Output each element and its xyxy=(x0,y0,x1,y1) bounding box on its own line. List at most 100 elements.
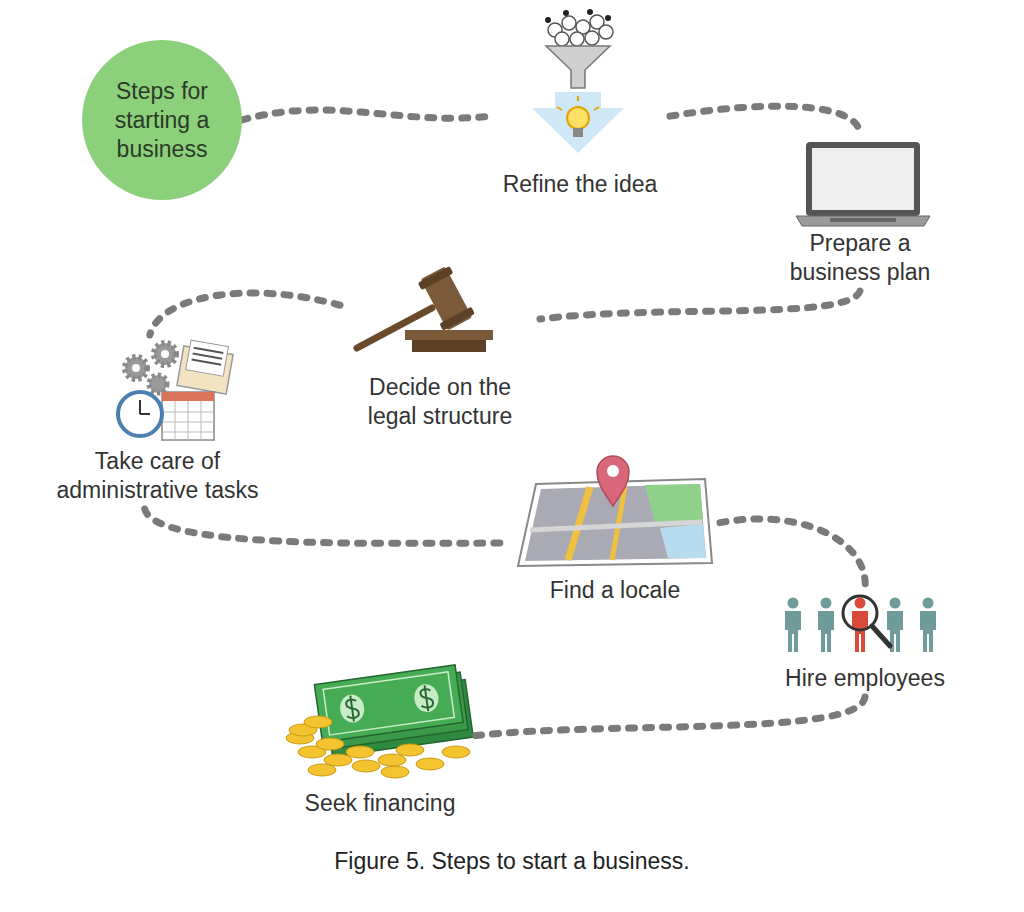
icon-part xyxy=(597,456,629,506)
footprint-trail xyxy=(670,106,860,135)
map-icon xyxy=(518,456,712,566)
step-label: Take care of administrative tasks xyxy=(38,447,278,505)
icon-part xyxy=(193,354,223,359)
icon-part xyxy=(139,400,141,414)
icon-part xyxy=(532,92,624,153)
icon-part xyxy=(378,754,406,766)
icon-part xyxy=(344,695,360,722)
icon-part xyxy=(162,392,214,401)
icon-part xyxy=(920,598,936,653)
icon-part xyxy=(605,15,611,21)
step-label: Steps for starting a business xyxy=(97,77,227,164)
icon-part xyxy=(194,348,224,353)
icon-part xyxy=(175,401,176,440)
icon-part xyxy=(557,107,562,110)
gavel-icon xyxy=(357,264,493,352)
step-label: Seek financing xyxy=(285,789,475,818)
money-icon xyxy=(286,664,473,778)
icon-part xyxy=(562,16,576,30)
icon-part xyxy=(806,142,920,216)
icon-part xyxy=(419,684,435,711)
step-label: Prepare a business plan xyxy=(780,229,940,287)
icon-part xyxy=(545,17,551,23)
icon-part xyxy=(201,401,202,440)
step-label: Find a locale xyxy=(515,576,715,605)
step-node: Find a locale xyxy=(510,452,720,609)
icon-part xyxy=(442,746,470,758)
icon-part xyxy=(357,308,432,348)
icon-part xyxy=(530,522,702,530)
step-label: Hire employees xyxy=(775,664,955,693)
icon-part xyxy=(546,46,610,88)
step-node: Hire employees xyxy=(775,590,955,697)
icon-part xyxy=(818,598,834,653)
icon-part xyxy=(154,343,176,365)
icon-part xyxy=(412,340,486,352)
icon-part xyxy=(587,9,593,15)
icon-part xyxy=(125,357,147,379)
icon-part xyxy=(785,598,801,653)
icon-part xyxy=(645,484,703,524)
icon-part xyxy=(812,148,914,210)
icon-part xyxy=(568,487,590,560)
start-circle: Steps for starting a business xyxy=(82,40,242,200)
step-node: Refine the idea xyxy=(490,10,670,203)
icon-part xyxy=(418,266,454,290)
icon-part xyxy=(118,392,162,436)
icon-part xyxy=(796,216,930,226)
admin-icon xyxy=(118,339,234,440)
icon-part xyxy=(188,401,189,440)
footprint-trail xyxy=(242,110,490,120)
icon-part xyxy=(304,716,332,728)
step-node: Decide on the legal structure xyxy=(340,262,540,435)
icon-part xyxy=(316,738,344,750)
step-label: Refine the idea xyxy=(490,170,670,199)
icon-part xyxy=(872,626,890,646)
footprint-trail xyxy=(145,509,510,543)
icon-part xyxy=(405,330,493,340)
icon-part xyxy=(308,764,336,776)
icon-part xyxy=(830,218,896,222)
step-node: Prepare a business plan xyxy=(770,135,950,291)
icon-part xyxy=(607,465,619,477)
icon-part xyxy=(570,32,584,46)
icon-part xyxy=(177,339,234,394)
icon-part xyxy=(594,107,599,110)
icon-part xyxy=(323,672,454,735)
icon-part xyxy=(352,760,380,772)
figure-caption: Figure 5. Steps to start a business. xyxy=(0,848,1024,875)
icon-part xyxy=(161,350,169,358)
icon-part xyxy=(567,107,589,129)
icon-part xyxy=(573,128,583,137)
icon-part xyxy=(417,264,476,332)
icon-part xyxy=(660,524,706,558)
step-node: Take care of administrative tasks xyxy=(30,335,285,509)
icon-part xyxy=(192,360,222,365)
idea-funnel-icon xyxy=(532,9,624,153)
footprint-trail xyxy=(540,291,860,319)
icon-part xyxy=(162,392,214,440)
laptop-icon xyxy=(796,142,930,226)
icon-part xyxy=(439,307,475,331)
icon-part xyxy=(346,746,374,758)
icon-part xyxy=(396,744,424,756)
icon-part xyxy=(149,375,167,393)
icon-part xyxy=(563,10,569,16)
step-node: Seek financing xyxy=(285,665,475,822)
step-label: Decide on the legal structure xyxy=(350,373,530,431)
icon-part xyxy=(140,413,150,415)
icon-part xyxy=(132,364,140,372)
icon-part xyxy=(416,758,444,770)
employees-icon xyxy=(785,596,936,652)
icon-part xyxy=(599,25,613,39)
footprint-trail xyxy=(475,697,865,736)
icon-part xyxy=(555,32,569,46)
icon-part xyxy=(381,766,409,778)
icon-part xyxy=(314,664,473,758)
icon-part xyxy=(585,31,599,45)
footprint-trail xyxy=(720,519,865,590)
footprint-trail xyxy=(150,293,340,335)
icon-part xyxy=(852,598,868,653)
icon-part xyxy=(314,665,463,742)
icon-part xyxy=(338,693,366,724)
